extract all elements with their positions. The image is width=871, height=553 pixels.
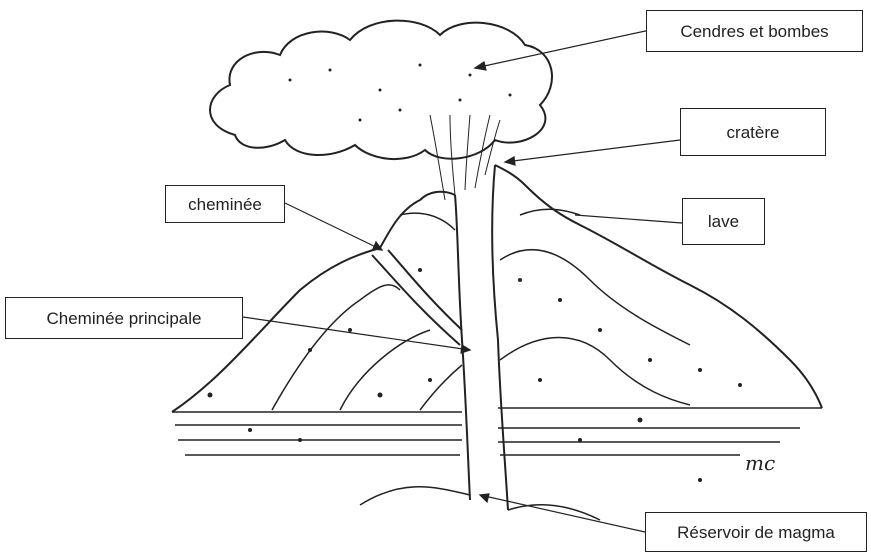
label-vent: cheminée [165,185,285,223]
label-ash-and-bombs: Cendres et bombes [646,10,863,52]
label-main-vent: Cheminée principale [5,297,243,339]
signature-mark: mc [745,451,775,475]
label-magma-reservoir: Réservoir de magma [645,512,867,552]
magma-reservoir [360,487,600,520]
secondary-vent [372,250,462,345]
right-layers [500,209,690,405]
label-crater: cratère [680,108,826,156]
main-vent-walls [455,165,508,510]
ground-strata [172,408,822,455]
volcano-right-flank [495,165,822,408]
label-lava: lave [682,198,765,245]
